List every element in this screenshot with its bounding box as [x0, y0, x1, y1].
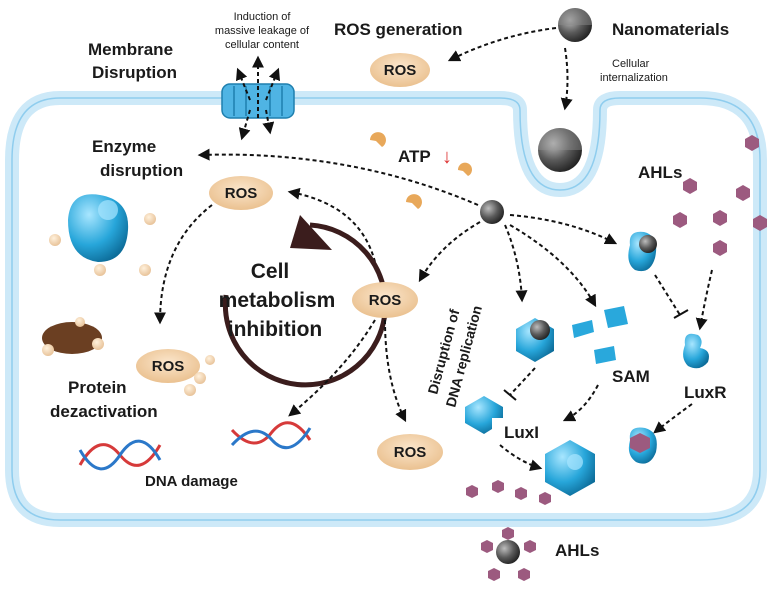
luxi-broken — [465, 396, 503, 434]
label-cellular-2: internalization — [600, 72, 668, 84]
brown-protein — [42, 317, 104, 356]
nanoparticle-ahl-cluster — [481, 527, 536, 581]
leak-arrow-right — [265, 67, 281, 101]
svg-text:ROS: ROS — [152, 358, 185, 375]
label-induction-3: cellular content — [225, 39, 299, 51]
label-protein: Protein — [68, 378, 127, 397]
label-membrane-2: Disruption — [92, 63, 177, 82]
inhibit-hex — [509, 367, 536, 396]
arrow-luxr-to-complex — [653, 403, 693, 434]
nanoparticle-outside — [558, 8, 592, 42]
ros-left-top: ROS — [209, 176, 273, 210]
arrow-to-sam — [509, 224, 597, 308]
label-enzyme-1: Enzyme — [92, 137, 156, 156]
dna-strand-right — [230, 421, 312, 450]
label-induction-1: Induction of — [234, 11, 292, 23]
leak-arrow-down2 — [262, 109, 275, 135]
arrow-center-ros-to-top — [287, 187, 376, 263]
leak-arrow-down — [238, 109, 251, 141]
nanoparticle-center — [480, 200, 504, 224]
label-membrane-1: Membrane — [88, 40, 173, 59]
ros-protein: ROS — [136, 349, 215, 396]
label-cell: Cell — [251, 260, 290, 283]
arrow-luxi-to-hex — [499, 444, 543, 471]
svg-text:ROS: ROS — [384, 62, 417, 79]
label-enzyme-2: disruption — [100, 161, 183, 180]
hex-luxi-final — [545, 440, 595, 496]
label-atp: ATP — [398, 147, 431, 166]
arrow-ahl-to-luxr — [695, 269, 713, 331]
dna-strand-left — [78, 439, 162, 471]
arrow-nano-to-ros — [447, 27, 557, 62]
label-cellular-1: Cellular — [612, 58, 650, 70]
label-induction-2: massive leakage of — [215, 25, 310, 37]
leak-arrow-left — [235, 67, 251, 101]
luxr-with-nano — [628, 231, 657, 272]
label-dna-damage: DNA damage — [145, 473, 238, 490]
label-metabolism: metabolism — [219, 289, 336, 312]
atp-down-arrow: ↓ — [442, 146, 452, 168]
svg-text:ROS: ROS — [369, 292, 402, 309]
arrow-internalization — [560, 47, 573, 111]
svg-text:ROS: ROS — [225, 185, 258, 202]
arrow-ros-to-protein — [154, 204, 213, 325]
sam-fragments — [572, 306, 628, 364]
label-luxr: LuxR — [684, 383, 727, 402]
label-ahls-top: AHLs — [638, 163, 682, 182]
nanoparticle-vesicle — [538, 128, 582, 172]
enzyme-protein — [68, 194, 129, 262]
label-ros-generation: ROS generation — [334, 20, 462, 39]
arrow-to-enzyme — [197, 148, 479, 206]
inhibit-bar-2 — [673, 309, 689, 319]
arrow-to-luxr-top — [509, 214, 618, 245]
luxr-ahl-complex — [628, 427, 657, 464]
ros-center: ROS — [352, 282, 418, 318]
ahl-molecules-top — [673, 135, 767, 256]
arrow-ros-to-ros-bottom — [384, 319, 407, 423]
cell-membrane — [4, 91, 767, 527]
label-sam: SAM — [612, 367, 650, 386]
atp-molecules — [370, 132, 472, 209]
inhibit-luxr — [654, 274, 681, 316]
arrow-nano-to-ros-center — [418, 221, 481, 283]
luxr-receptor — [683, 333, 709, 369]
label-luxi: LuxI — [504, 423, 539, 442]
label-dezactivation: dezactivation — [50, 402, 158, 421]
hex-luxi-with-nano — [516, 318, 554, 362]
ros-top: ROS — [370, 53, 430, 87]
metabolism-cycle — [222, 215, 388, 388]
inhibit-bar-1 — [503, 389, 517, 401]
ahl-molecules-bottom — [466, 480, 551, 505]
ros-bottom: ROS — [377, 434, 443, 470]
enzyme-beads — [49, 213, 156, 276]
label-nanomaterials: Nanomaterials — [612, 20, 729, 39]
arrow-ros-to-dna-damage — [288, 319, 376, 417]
label-inhibition: inhibition — [228, 318, 322, 341]
label-ahls-bottom: AHLs — [555, 541, 599, 560]
arrow-sam-to-luxi — [562, 384, 599, 422]
svg-text:ROS: ROS — [394, 444, 427, 461]
arrow-to-hex1 — [504, 224, 528, 303]
